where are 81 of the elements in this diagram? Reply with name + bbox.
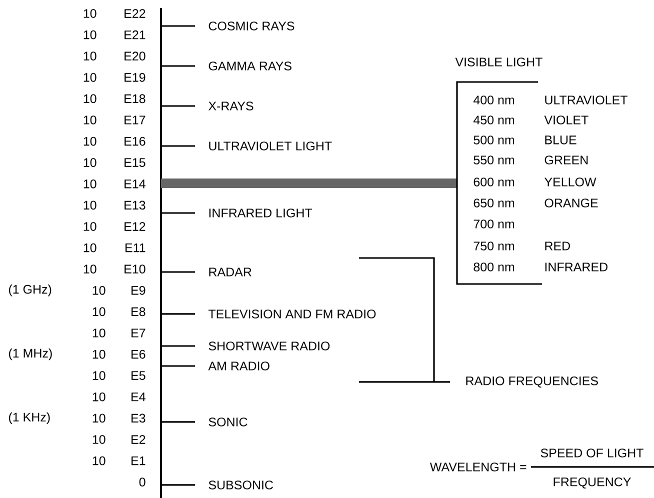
axis-exponent: E17 [124, 116, 146, 124]
axis-exponent: E4 [132, 392, 146, 402]
band-label: SUBSONIC [208, 480, 274, 490]
axis-exponent: E20 [124, 52, 146, 61]
axis-exponent: E1 [132, 456, 146, 466]
formula-denominator: FREQUENCY [554, 477, 631, 489]
axis-value: 10 [84, 136, 96, 146]
axis-value: 10 [92, 371, 106, 380]
color-label: VIOLET [544, 116, 588, 124]
wavelength-value: 450 nm [473, 116, 514, 124]
axis-exponent: E14 [124, 180, 146, 188]
wavelength-value: 400 nm [473, 96, 514, 104]
color-label: BLUE [545, 136, 576, 144]
axis-exponent: E15 [124, 158, 146, 167]
wavelength-value: 550 nm [474, 156, 514, 164]
axis-exponent: E19 [124, 72, 146, 82]
axis-value: 10 [84, 264, 96, 274]
axis-exponent: E5 [132, 371, 146, 380]
axis-value: 10 [92, 392, 106, 402]
wavelength-value: 800 nm [474, 262, 514, 272]
axis-value: 10 [84, 158, 96, 168]
axis-value: 10 [84, 72, 96, 82]
wavelength-value: 650 nm [474, 198, 514, 208]
wavelength-value: 700 nm [474, 220, 514, 228]
color-label: INFRARED [545, 262, 608, 272]
axis-value: 10 [92, 307, 106, 316]
axis-value: 10 [84, 94, 96, 104]
color-label: ULTRAVIOLET [545, 96, 628, 104]
axis-value: 10 [92, 350, 106, 359]
axis-exponent: E22 [124, 9, 146, 18]
band-label: SONIC [208, 418, 248, 426]
axis-value: 10 [92, 328, 106, 338]
axis-value: 10 [84, 200, 96, 210]
axis-value: 10 [84, 179, 96, 188]
frequency-label: (1 MHz) [8, 348, 52, 360]
axis-exponent: E8 [132, 307, 146, 316]
band-label: AM RADIO [208, 362, 270, 370]
axis-value: 0 [139, 478, 146, 487]
color-label: GREEN [544, 156, 588, 164]
axis-exponent: E21 [124, 30, 146, 40]
axis-value: 10 [84, 243, 96, 252]
axis-value: 10 [92, 435, 106, 444]
axis-exponent: E18 [124, 94, 146, 104]
frequency-label: (1 GHz) [8, 284, 52, 296]
axis-exponent: E16 [124, 136, 146, 146]
color-label: YELLOW [544, 178, 596, 186]
axis-exponent: E7 [132, 328, 146, 338]
band-label: SHORTWAVE RADIO [208, 342, 330, 350]
wavelength-value: 600 nm [474, 178, 514, 186]
axis-exponent: E6 [132, 350, 146, 359]
axis-exponent: E12 [124, 222, 146, 231]
axis-value: 10 [84, 52, 96, 61]
color-label: ORANGE [544, 198, 598, 208]
band-label: TELEVISION AND FM RADIO [208, 310, 376, 318]
axis-exponent: E11 [126, 244, 146, 252]
color-label: RED [545, 242, 570, 250]
axis-value: 10 [92, 456, 106, 466]
band-label: ULTRAVIOLET LIGHT [209, 142, 332, 150]
axis-value: 10 [84, 9, 96, 18]
axis-value: 10 [84, 116, 96, 124]
wavelength-value: 750 nm [474, 242, 514, 250]
band-label: INFRARED LIGHT [209, 208, 312, 218]
formula-numerator: SPEED OF LIGHT [540, 448, 644, 458]
band-label: RADAR [209, 268, 252, 276]
band-label: X-RAYS [208, 102, 254, 110]
band-label: GAMMA RAYS [208, 62, 292, 70]
axis-value: 10 [84, 222, 96, 231]
band-label: COSMIC RAYS [208, 22, 294, 30]
axis-value: 10 [84, 30, 96, 40]
axis-exponent: E3 [132, 414, 146, 423]
wavelength-value: 500 nm [474, 136, 514, 144]
axis-value: 10 [92, 286, 106, 295]
axis-exponent: E13 [124, 200, 146, 210]
formula-text: WAVELENGTH = [430, 462, 526, 472]
bracket-label: RADIO FREQUENCIES [466, 376, 598, 388]
axis-exponent: E2 [132, 435, 146, 444]
section-title: VISIBLE LIGHT [455, 58, 542, 66]
frequency-label: (1 KHz) [8, 412, 50, 424]
axis-value: 10 [92, 414, 106, 423]
axis-exponent: E10 [124, 264, 146, 274]
axis-exponent: E9 [132, 286, 146, 295]
